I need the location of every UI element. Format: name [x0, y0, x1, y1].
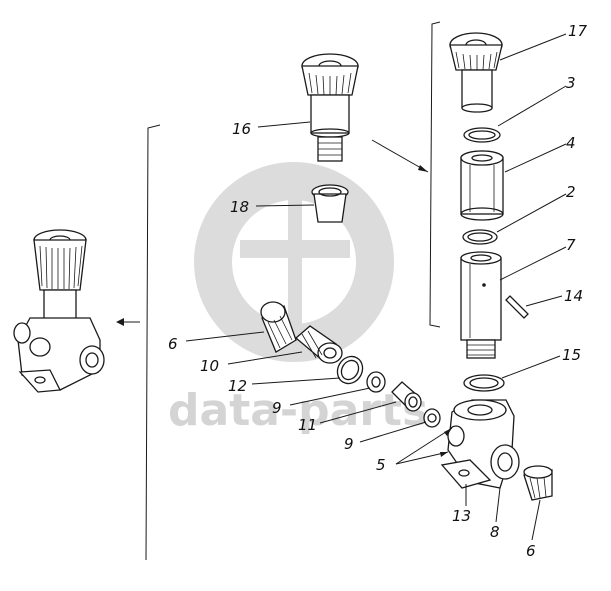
- label-12: 12: [228, 377, 247, 395]
- part-10-fitting: [294, 325, 343, 364]
- watermark-text: data-parts: [168, 385, 428, 436]
- label-18: 18: [230, 198, 249, 216]
- label-7: 7: [566, 236, 576, 254]
- watermark-logo: [194, 162, 394, 362]
- label-13: 13: [452, 507, 471, 525]
- part-17-cap: [449, 32, 503, 113]
- part-16-filter-housing: [301, 53, 359, 162]
- bracket-lines: [116, 21, 441, 561]
- part-11-nut: [391, 381, 422, 412]
- part-6-cap-lower: [523, 465, 553, 501]
- part-3-ring: [463, 127, 501, 143]
- part-14-pin: [505, 295, 529, 319]
- part-7-cylinder: [460, 251, 502, 359]
- part-9-washer-lower: [423, 408, 441, 428]
- label-9-lower: 9: [344, 435, 354, 453]
- label-15: 15: [562, 346, 581, 364]
- label-17: 17: [568, 22, 588, 40]
- assembled-pump-unit: [13, 229, 105, 393]
- part-15-gasket: [463, 374, 505, 392]
- part-4-sleeve: [460, 150, 504, 221]
- leader-lines: [185, 33, 567, 541]
- label-5: 5: [376, 456, 386, 474]
- label-10: 10: [200, 357, 219, 375]
- label-3: 3: [566, 74, 576, 92]
- label-16: 16: [232, 120, 251, 138]
- label-6-lower: 6: [526, 542, 536, 560]
- label-6-upper: 6: [168, 335, 178, 353]
- label-9-upper: 9: [272, 399, 282, 417]
- label-14: 14: [564, 287, 583, 305]
- part-8-body: [440, 399, 520, 489]
- part-12-gasket: [336, 355, 364, 385]
- part-2-ring: [462, 229, 498, 245]
- part-6-filter-cap-upper: [260, 301, 297, 353]
- part-9-washer-upper: [366, 371, 386, 393]
- label-2: 2: [566, 183, 576, 201]
- label-4: 4: [566, 134, 576, 152]
- part-18-bushing: [311, 184, 349, 223]
- label-8: 8: [490, 523, 500, 541]
- label-11: 11: [298, 416, 317, 434]
